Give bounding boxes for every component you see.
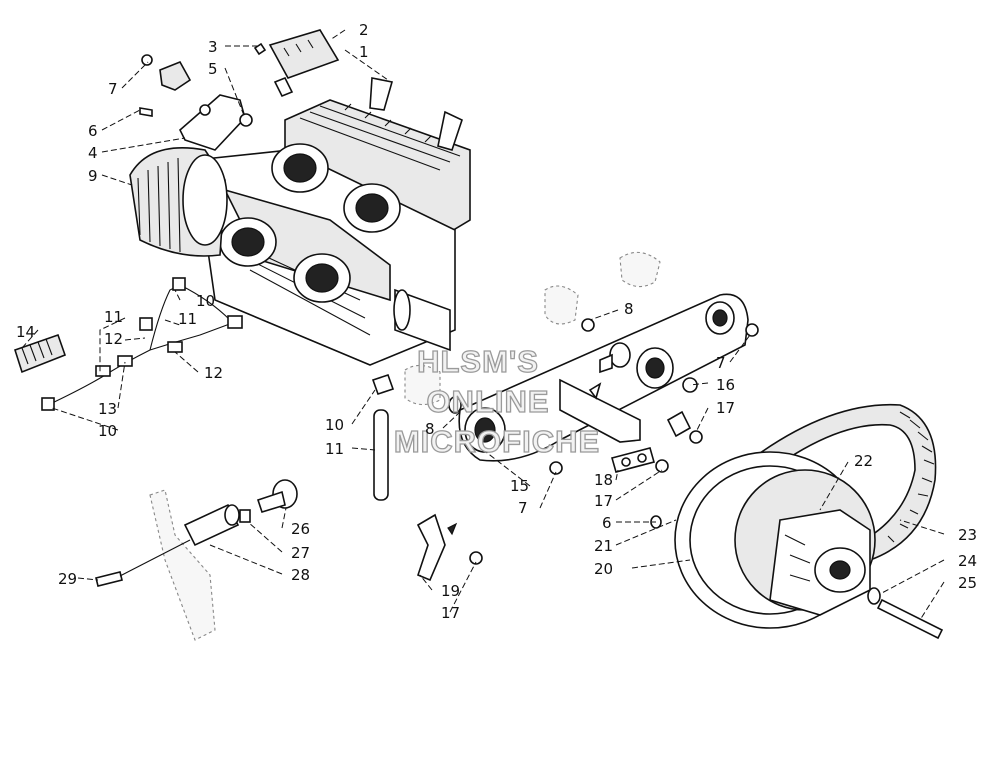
callout-1: 1 [359, 43, 369, 61]
engine-assembly [194, 77, 471, 366]
callout-7-lower: 7 [518, 499, 528, 517]
callout-29: 29 [58, 570, 77, 588]
callout-27: 27 [291, 544, 310, 562]
callout-9: 9 [88, 167, 98, 185]
callout-10-mid: 10 [325, 416, 344, 434]
callout-8-lower: 8 [425, 420, 435, 438]
callout-17-mid: 17 [594, 492, 613, 510]
recoil-starter [129, 147, 228, 257]
callout-20: 20 [594, 560, 613, 578]
drive-rod [371, 373, 395, 501]
callout-6-top: 6 [88, 122, 98, 140]
callout-3: 3 [208, 38, 218, 56]
callout-11-lower: 11 [325, 440, 344, 458]
callout-labels: 2 1 3 5 7 6 4 9 10 11 11 12 12 14 13 10 … [16, 21, 977, 622]
watermark-line-1: HLSM'S [417, 344, 539, 379]
callout-11-left: 11 [104, 308, 123, 326]
brackets [416, 410, 703, 582]
callout-25: 25 [958, 574, 977, 592]
callout-19: 19 [441, 582, 460, 600]
callout-16: 16 [716, 376, 735, 394]
callout-5: 5 [208, 60, 218, 78]
chaincase-plate [404, 251, 759, 475]
leader-lines [21, 29, 945, 621]
callout-28: 28 [291, 566, 310, 584]
callout-26: 26 [291, 520, 310, 538]
callout-2: 2 [359, 21, 369, 39]
callout-18: 18 [594, 471, 613, 489]
callout-21: 21 [594, 537, 613, 555]
callout-11-mid: 11 [178, 310, 197, 328]
cover-part-2 [253, 29, 340, 98]
lower-mount-assembly [95, 479, 298, 641]
callout-8-upper: 8 [624, 300, 634, 318]
callout-4: 4 [88, 144, 98, 162]
callout-10-upper: 10 [196, 292, 215, 310]
callout-17-right: 17 [716, 399, 735, 417]
callout-24: 24 [958, 552, 977, 570]
callout-7-top: 7 [108, 80, 118, 98]
callout-6-lower: 6 [602, 514, 612, 532]
callout-12-right: 12 [204, 364, 223, 382]
callout-23: 23 [958, 526, 977, 544]
callout-14: 14 [16, 323, 35, 341]
drive-clutch-assembly [650, 403, 944, 640]
watermark-line-2: ONLINE [426, 384, 549, 419]
watermark: HLSM'S ONLINE MICROFICHE [393, 343, 600, 459]
callout-15: 15 [510, 477, 529, 495]
callout-13: 13 [98, 400, 117, 418]
engine-mount-bracket [139, 54, 253, 151]
callout-12-left: 12 [104, 330, 123, 348]
callout-10-left: 10 [98, 422, 117, 440]
callout-17-bottom: 17 [441, 604, 460, 622]
fuel-line-assembly [14, 277, 243, 411]
watermark-line-3: MICROFICHE [394, 424, 600, 459]
callout-22: 22 [854, 452, 873, 470]
callout-7-right: 7 [716, 354, 726, 372]
